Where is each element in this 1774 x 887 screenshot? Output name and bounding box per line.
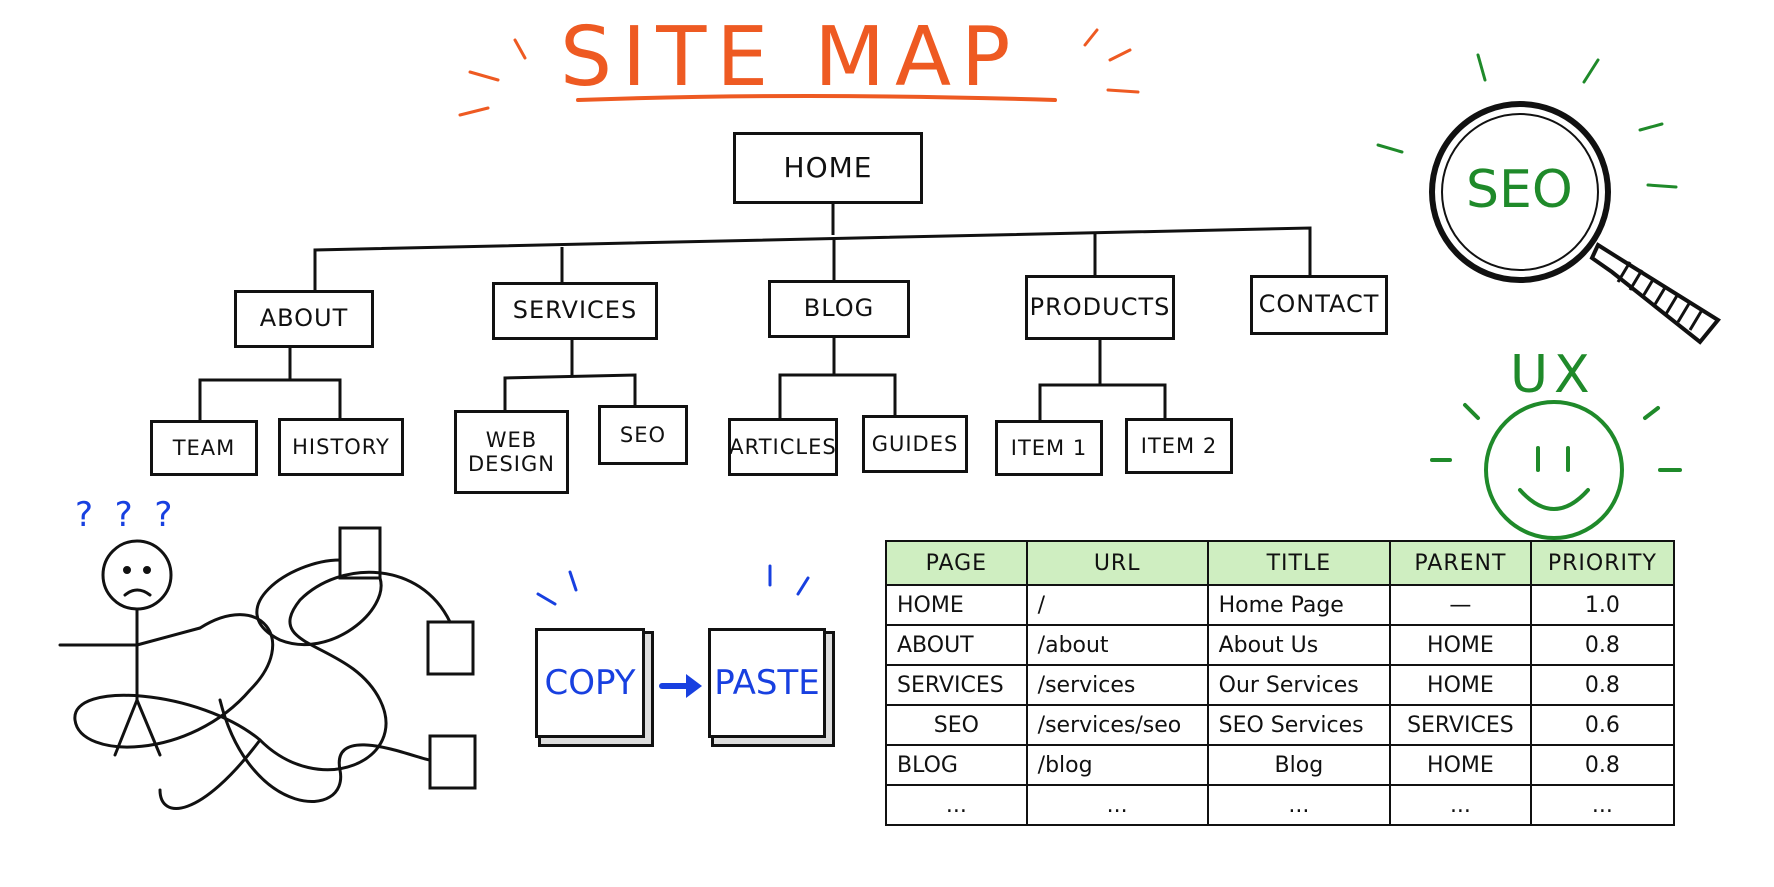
table-cell: SERVICES xyxy=(885,664,1028,706)
table-cell: Our Services xyxy=(1206,664,1392,706)
table-cell: /blog xyxy=(1025,744,1209,786)
node-guides: GUIDES xyxy=(862,415,968,473)
node-item-2: ITEM 2 xyxy=(1125,418,1233,474)
table-cell: SEO xyxy=(885,704,1028,746)
table-cell: / xyxy=(1025,584,1209,626)
table-row: HOME / Home Page — 1.0 xyxy=(885,584,1676,626)
table-cell: ... xyxy=(1025,784,1209,826)
smiley-icon xyxy=(1430,400,1682,540)
ux-label: UX xyxy=(1510,345,1596,405)
node-about: ABOUT xyxy=(234,290,374,348)
table-cell: SERVICES xyxy=(1389,704,1532,746)
table-cell: HOME xyxy=(1389,664,1532,706)
table-cell: HOME xyxy=(885,584,1028,626)
page-title: SITE MAP xyxy=(560,10,1021,105)
node-seo: SEO xyxy=(598,405,688,465)
table-cell: Home Page xyxy=(1206,584,1392,626)
confused-person-icon xyxy=(58,539,202,757)
copy-paste-arrow-icon xyxy=(536,564,810,698)
table-row: ABOUT /about About Us HOME 0.8 xyxy=(885,624,1676,666)
table-cell: ABOUT xyxy=(885,624,1028,666)
node-item-1: ITEM 1 xyxy=(995,420,1103,476)
table-cell: ... xyxy=(885,784,1028,826)
table-cell: HOME xyxy=(1389,744,1532,786)
table-cell: SEO Services xyxy=(1206,704,1392,746)
column-header: PRIORITY xyxy=(1529,540,1676,586)
seo-label: SEO xyxy=(1466,160,1573,220)
node-team: TEAM xyxy=(150,420,258,476)
node-contact: CONTACT xyxy=(1250,275,1388,335)
sitemap-table: PAGE URL TITLE PARENT PRIORITY HOME / Ho… xyxy=(885,540,1676,826)
table-cell: Blog xyxy=(1206,744,1392,786)
table-cell: — xyxy=(1389,584,1532,626)
table-cell: 1.0 xyxy=(1529,584,1676,626)
table-row: BLOG /blog Blog HOME 0.8 xyxy=(885,744,1676,786)
node-products: PRODUCTS xyxy=(1025,275,1175,340)
table-cell: ... xyxy=(1389,784,1532,826)
tree-connectors xyxy=(198,202,1312,425)
table-cell: HOME xyxy=(1389,624,1532,666)
table-header-row: PAGE URL TITLE PARENT PRIORITY xyxy=(885,540,1676,586)
table-row: SERVICES /services Our Services HOME 0.8 xyxy=(885,664,1676,706)
node-home: HOME xyxy=(733,132,923,204)
table-row: SEO /services/seo SEO Services SERVICES … xyxy=(885,704,1676,746)
table-cell: /services xyxy=(1025,664,1209,706)
table-cell: 0.8 xyxy=(1529,624,1676,666)
column-header: TITLE xyxy=(1206,540,1392,586)
column-header: PAGE xyxy=(885,540,1028,586)
table-cell: 0.8 xyxy=(1529,744,1676,786)
table-cell: 0.6 xyxy=(1529,704,1676,746)
paste-key: PASTE xyxy=(708,628,826,738)
copy-key: COPY xyxy=(535,628,645,738)
table-cell: BLOG xyxy=(885,744,1028,786)
node-articles: ARTICLES xyxy=(728,418,838,476)
table-cell: 0.8 xyxy=(1529,664,1676,706)
node-blog: BLOG xyxy=(768,280,910,338)
tangled-paths-icon xyxy=(73,526,477,810)
table-cell: About Us xyxy=(1206,624,1392,666)
node-history: HISTORY xyxy=(278,418,404,476)
column-header: PARENT xyxy=(1389,540,1532,586)
title-decoration xyxy=(458,28,1140,117)
node-services: SERVICES xyxy=(492,282,658,340)
table-cell: /about xyxy=(1025,624,1209,666)
table-cell: ... xyxy=(1529,784,1676,826)
column-header: URL xyxy=(1025,540,1209,586)
question-marks: ? ? ? xyxy=(75,495,173,535)
table-row: ... ... ... ... ... xyxy=(885,784,1676,826)
table-cell: ... xyxy=(1206,784,1392,826)
node-web-design: WEB DESIGN xyxy=(454,410,569,494)
magnifier-icon xyxy=(1376,53,1721,345)
table-cell: /services/seo xyxy=(1025,704,1209,746)
